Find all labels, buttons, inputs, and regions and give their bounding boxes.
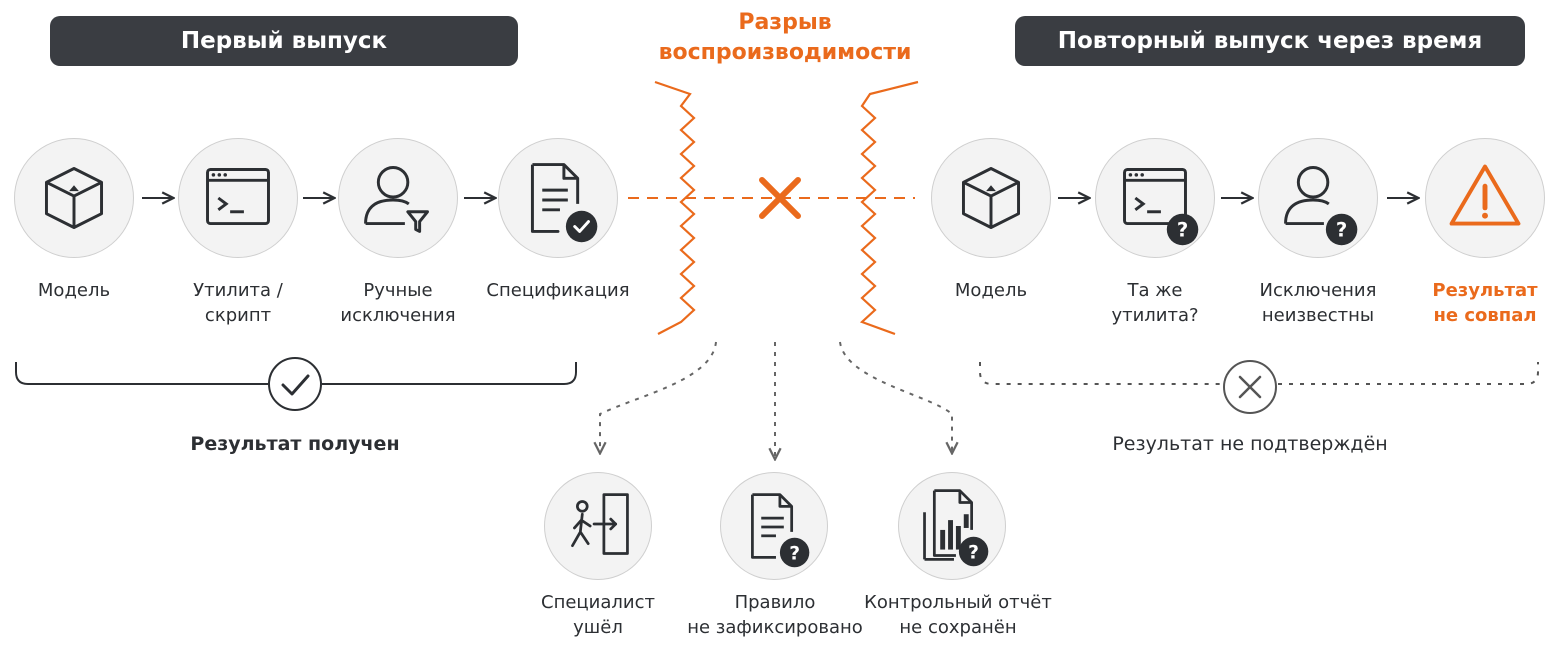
cause-arrow-3: [839, 341, 952, 452]
terminal-window-icon: [206, 168, 270, 226]
repeat-release-header: Повторный выпуск через время: [1015, 16, 1525, 66]
warning-triangle-icon: [1449, 164, 1521, 226]
cube-icon: [961, 167, 1021, 229]
gap-cross-icon: [759, 177, 801, 219]
left-bracket: [15, 362, 577, 385]
first-release-header: Первый выпуск: [50, 16, 518, 66]
repeat-release-header-text: Повторный выпуск через время: [1057, 28, 1483, 54]
label-cause-specialist: Специалист ушёл: [541, 592, 655, 638]
node-left-exceptions: [338, 138, 458, 258]
user-question-icon: ?: [1284, 166, 1358, 246]
label-right-result: Результат не совпал: [1432, 280, 1538, 326]
svg-text:?: ?: [1177, 218, 1188, 241]
cause-report-unsaved: ?: [898, 472, 1006, 580]
label-cause-rule: Правило не зафиксировано: [687, 592, 863, 638]
result-fail-icon: [1223, 360, 1277, 414]
node-left-model: [14, 138, 134, 258]
document-check-icon: [530, 163, 598, 243]
result-obtained: Результат получен: [190, 433, 400, 455]
node-left-utility: [178, 138, 298, 258]
node-left-spec: [498, 138, 618, 258]
first-release-header-text: Первый выпуск: [180, 28, 388, 54]
tear-line-right: [859, 80, 919, 336]
node-right-model: [931, 138, 1051, 258]
user-filter-icon: [364, 166, 429, 233]
svg-text:?: ?: [968, 542, 979, 563]
person-exit-icon: [571, 493, 629, 555]
node-right-utility: ?: [1095, 138, 1215, 258]
node-right-result: [1425, 138, 1545, 258]
label-right-utility: Та же утилита?: [1111, 280, 1199, 326]
label-left-exceptions: Ручные исключения: [340, 280, 456, 326]
label-left-utility: Утилита / скрипт: [193, 280, 283, 326]
cause-specialist-left: [544, 472, 652, 580]
terminal-question-icon: ?: [1123, 168, 1199, 246]
cause-rule-unrecorded: ?: [720, 472, 828, 580]
right-bracket: [979, 362, 1539, 385]
label-right-model: Модель: [954, 280, 1028, 301]
svg-text:?: ?: [789, 543, 800, 564]
result-not-confirmed: Результат не подтверждён: [1112, 433, 1388, 455]
label-left-spec: Спецификация: [486, 280, 630, 301]
label-right-exceptions: Исключения неизвестны: [1259, 280, 1377, 326]
label-left-model: Модель: [37, 280, 111, 301]
tear-line-left: [654, 80, 696, 335]
document-question-icon: ?: [751, 493, 810, 568]
result-ok-icon: [268, 357, 322, 411]
cube-icon: [44, 167, 104, 229]
report-question-icon: ?: [923, 489, 989, 567]
label-cause-report: Контрольный отчёт не сохранён: [864, 592, 1052, 638]
cause-arrow-1: [600, 341, 717, 452]
gap-title: Разрыв воспроизводимости: [658, 10, 912, 65]
svg-text:?: ?: [1336, 218, 1347, 241]
node-right-exceptions: ?: [1258, 138, 1378, 258]
